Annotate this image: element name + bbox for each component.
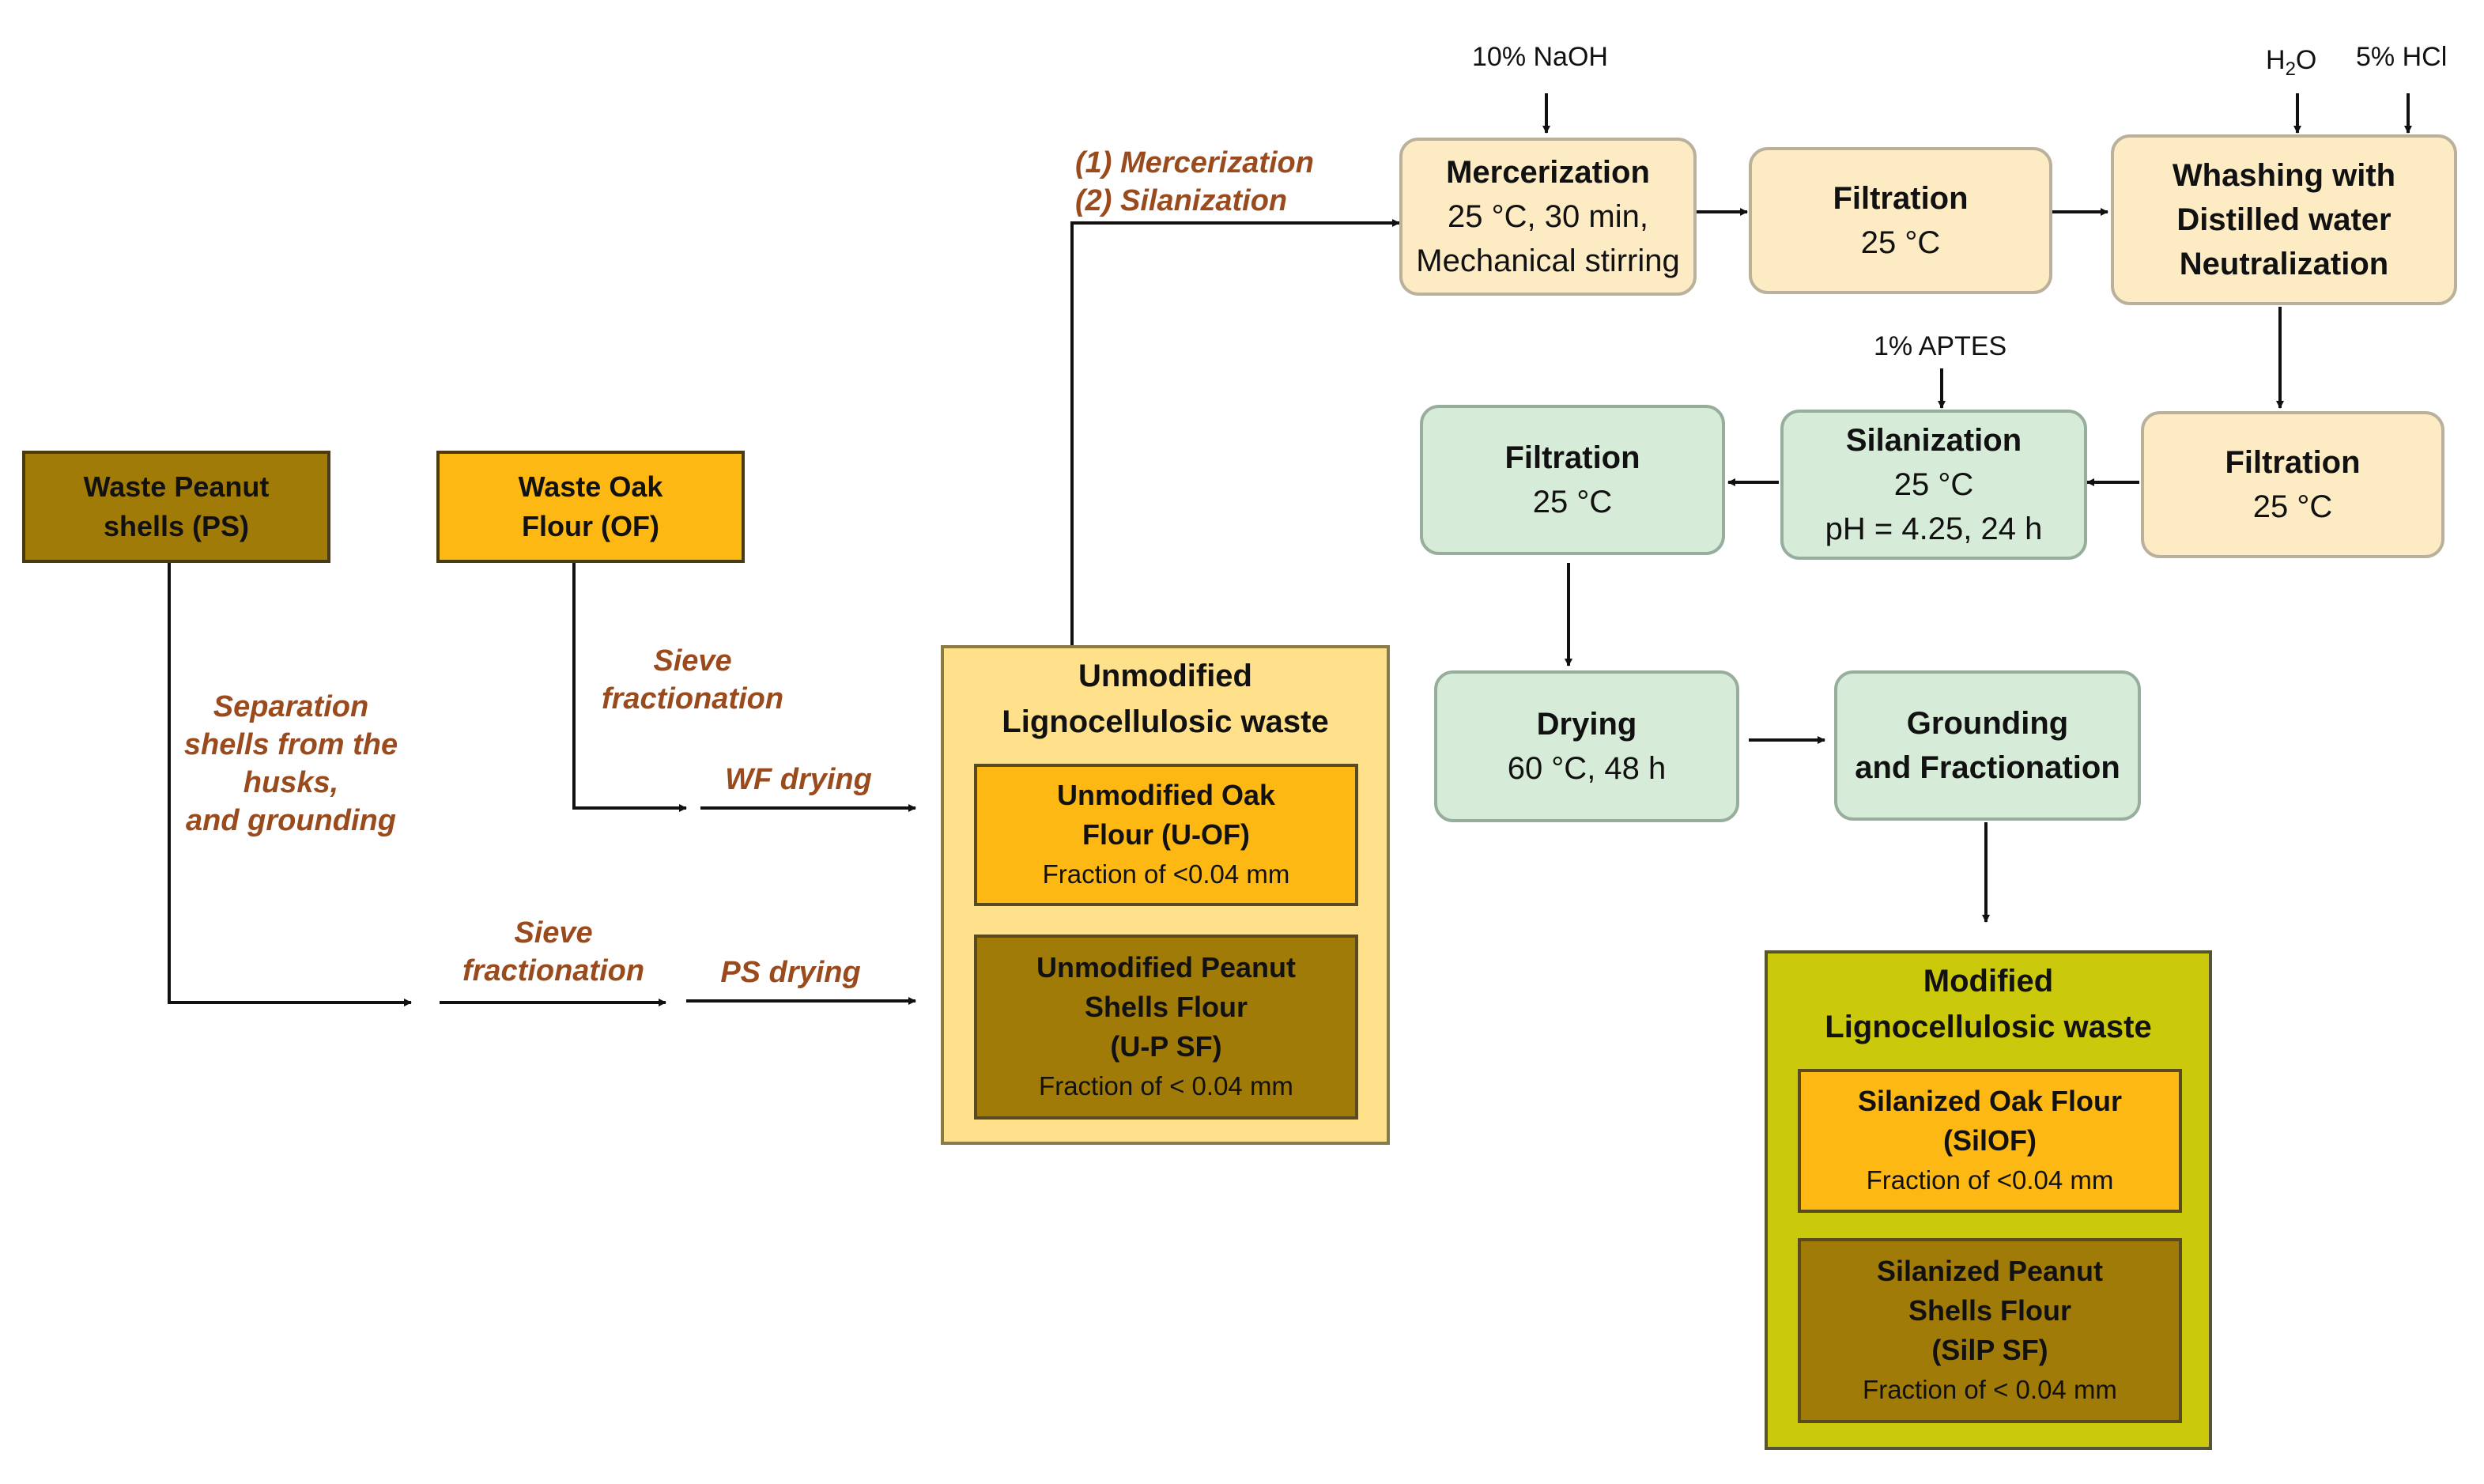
separation-label-line3: husks, (243, 766, 339, 799)
unmodified-peanut-line3: (U-P SF) (1110, 1030, 1222, 1063)
grounding-line1: Grounding (1906, 706, 2069, 741)
silanized-peanut-flour-box: Silanized Peanut Shells Flour (SilP SF) … (1798, 1238, 2182, 1423)
mercerization-step: Mercerization 25 °C, 30 min, Mechanical … (1399, 138, 1697, 296)
mercerization-line2: Mechanical stirring (1416, 244, 1680, 278)
peanut-sieve-label: Sieve fractionation (451, 914, 656, 990)
unmodified-waste-box: Unmodified Lignocellulosic waste Unmodif… (941, 645, 1390, 1145)
silanized-peanut-fraction: Fraction of < 0.04 mm (1863, 1375, 2117, 1404)
silanized-oak-line2: (SilOF) (1943, 1124, 2037, 1157)
washing-line3: Neutralization (2179, 247, 2389, 281)
grounding-step: Grounding and Fractionation (1834, 670, 2141, 821)
modified-waste-title: Modified Lignocellulosic waste (1768, 958, 2209, 1050)
h2o-reagent-o: O (2295, 45, 2317, 75)
treatment-label: (1) Mercerization (2) Silanization (1075, 144, 1344, 220)
ps-drying-label: PS drying (720, 956, 861, 989)
oak-sieve-label-line1: Sieve (653, 644, 732, 678)
waste-oak-flour-box: Waste Oak Flour (OF) (436, 451, 745, 563)
mercerization-title: Mercerization (1446, 155, 1650, 190)
grounding-line2: and Fractionation (1855, 750, 2120, 785)
unmodified-oak-fraction: Fraction of <0.04 mm (1042, 859, 1290, 889)
oak-sieve-label-line2: fractionation (601, 682, 784, 716)
filtration-3-temp: 25 °C (1532, 485, 1613, 519)
silanized-oak-line1: Silanized Oak Flour (1857, 1085, 2123, 1117)
separation-label-line1: Separation (213, 690, 369, 723)
unmodified-waste-title: Unmodified Lignocellulosic waste (944, 653, 1387, 745)
drying-conditions: 60 °C, 48 h (1507, 751, 1667, 786)
unmodified-peanut-flour-box: Unmodified Peanut Shells Flour (U-P SF) … (974, 935, 1358, 1120)
silanization-step: Silanization 25 °C pH = 4.25, 24 h (1780, 410, 2087, 560)
hcl-reagent: 5% HCl (2356, 42, 2448, 72)
silanized-peanut-line2: Shells Flour (1908, 1294, 2072, 1327)
waste-oak-line2: Flour (OF) (522, 510, 659, 542)
modified-title-line2: Lignocellulosic waste (1825, 1010, 2152, 1044)
filtration-step-2: Filtration 25 °C (2141, 411, 2444, 558)
drying-step: Drying 60 °C, 48 h (1434, 670, 1739, 822)
naoh-reagent: 10% NaOH (1472, 42, 1608, 72)
filtration-step-3: Filtration 25 °C (1420, 405, 1725, 555)
silanized-oak-fraction: Fraction of <0.04 mm (1866, 1165, 2114, 1195)
filtration-3-title: Filtration (1504, 440, 1640, 475)
separation-label: Separation shells from the husks, and gr… (172, 688, 410, 840)
washing-step: Whashing with Distilled water Neutraliza… (2111, 134, 2457, 305)
filtration-2-title: Filtration (2225, 445, 2361, 480)
treatment-connector (1070, 219, 1400, 645)
h2o-reagent-sub: 2 (2285, 58, 2296, 80)
filtration-2-temp: 25 °C (2252, 489, 2333, 524)
unmodified-title-line2: Lignocellulosic waste (1002, 704, 1329, 739)
peanut-sieve-label-line2: fractionation (462, 954, 645, 987)
silanized-oak-flour-box: Silanized Oak Flour (SilOF) Fraction of … (1798, 1069, 2182, 1213)
unmodified-peanut-line1: Unmodified Peanut (1036, 951, 1296, 984)
filtration-1-temp: 25 °C (1860, 225, 1941, 260)
unmodified-oak-line1: Unmodified Oak (1056, 779, 1276, 811)
filtration-1-title: Filtration (1833, 181, 1969, 216)
unmodified-title-line1: Unmodified (1078, 659, 1252, 693)
washing-line1: Whashing with (2172, 158, 2396, 193)
modified-title-line1: Modified (1923, 964, 2054, 999)
unmodified-oak-flour-box: Unmodified Oak Flour (U-OF) Fraction of … (974, 764, 1358, 906)
silanization-temp: 25 °C (1893, 467, 1974, 502)
waste-peanut-line2: shells (PS) (103, 510, 250, 542)
waste-peanut-line1: Waste Peanut (83, 470, 270, 503)
peanut-sieve-label-line1: Sieve (514, 916, 593, 950)
silanized-peanut-line3: (SilP SF) (1931, 1334, 2048, 1366)
unmodified-oak-line2: Flour (U-OF) (1082, 818, 1250, 851)
modified-waste-box: Modified Lignocellulosic waste Silanized… (1765, 950, 2212, 1450)
separation-label-line4: and grounding (186, 804, 396, 837)
peanut-path-connector (168, 561, 412, 1006)
oak-sieve-label: Sieve fractionation (590, 642, 795, 718)
silanization-title: Silanization (1845, 423, 2022, 458)
filtration-step-1: Filtration 25 °C (1749, 147, 2052, 294)
h2o-reagent-h: H (2266, 45, 2286, 75)
h2o-reagent: H2O (2266, 44, 2316, 85)
unmodified-peanut-line2: Shells Flour (1084, 991, 1248, 1023)
oak-path-connector (572, 561, 687, 812)
treatment-label-line2: (2) Silanization (1075, 184, 1288, 217)
silanized-peanut-line1: Silanized Peanut (1876, 1255, 2104, 1287)
waste-peanut-shells-box: Waste Peanut shells (PS) (22, 451, 330, 563)
unmodified-peanut-fraction: Fraction of < 0.04 mm (1039, 1071, 1293, 1101)
aptes-reagent: 1% APTES (1874, 331, 2007, 361)
drying-title: Drying (1536, 707, 1637, 742)
waste-oak-line1: Waste Oak (518, 470, 663, 503)
separation-label-line2: shells from the (183, 728, 398, 761)
mercerization-line1: 25 °C, 30 min, (1448, 199, 1648, 234)
wf-drying-label: WF drying (725, 763, 872, 796)
silanization-conditions: pH = 4.25, 24 h (1825, 512, 2043, 546)
washing-line2: Distilled water (2176, 202, 2392, 237)
treatment-label-line1: (1) Mercerization (1075, 146, 1314, 179)
